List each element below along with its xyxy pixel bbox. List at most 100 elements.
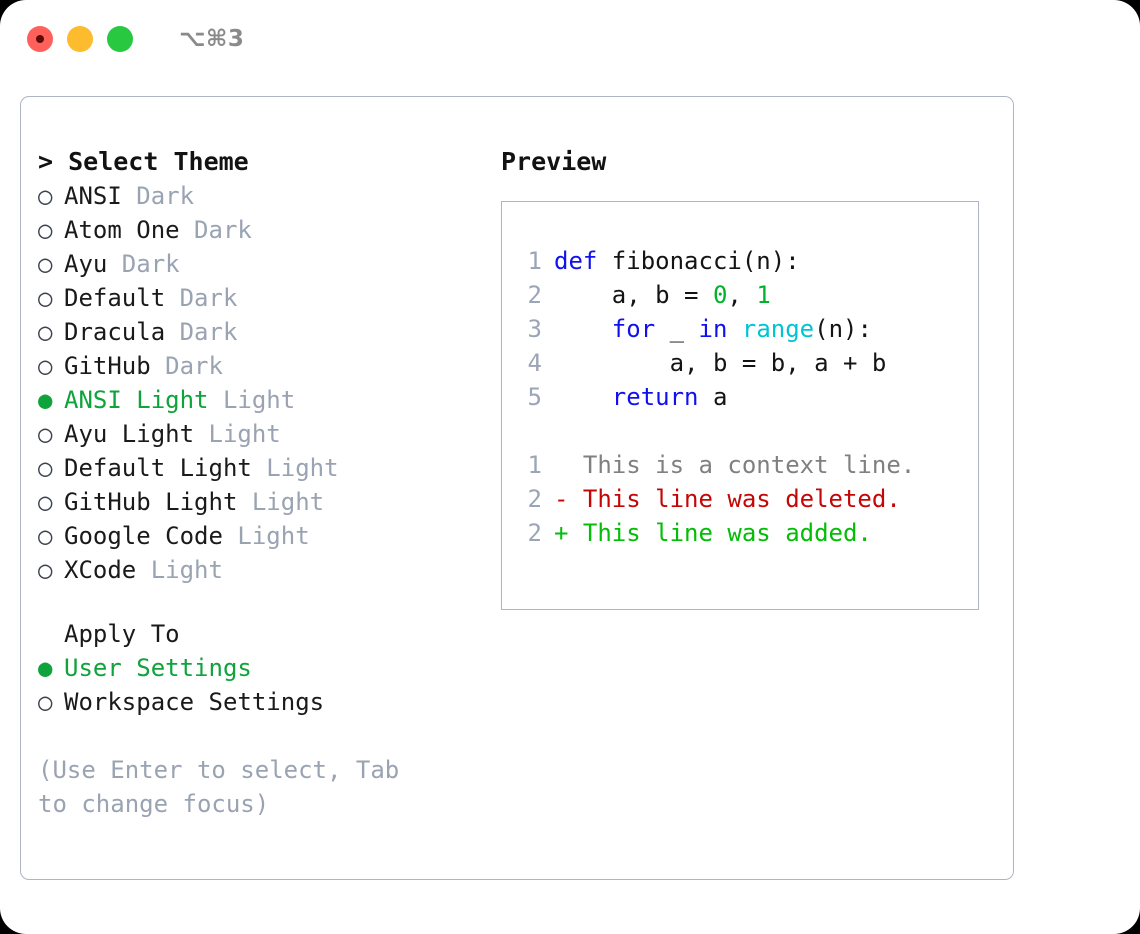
theme-selector-pane: > Select Theme ○ANSI Dark○Atom One Dark○… [21,97,491,879]
theme-option-ayu[interactable]: ○ Ayu Dark [38,247,491,281]
theme-option-suffix: Light [208,386,296,414]
theme-option-github[interactable]: ○ GitHub Dark [38,349,491,383]
theme-option-ansi-light[interactable]: ● ANSI Light Light [38,383,491,417]
theme-option-github-light[interactable]: ○GitHub Light Light [38,485,491,519]
code-token-plain [554,383,612,411]
code-line: 3 for _ in range(n): [520,312,978,346]
code-token-plain: a, b = b, a + b [554,349,887,377]
diff-line-text: - This line was deleted. [554,485,901,513]
line-number: 2 [527,519,542,547]
theme-option-ayu-light[interactable]: ○Ayu Light Light [38,417,491,451]
diff-line-del: 2 - This line was deleted. [520,482,978,516]
theme-option-suffix: Light [251,454,339,482]
line-number: 3 [527,315,542,343]
apply-to-option-workspace-settings[interactable]: ○ Workspace Settings [38,685,491,719]
code-token-plain: (n): [814,315,872,343]
diff-line-add: 2 + This line was added. [520,516,978,550]
radio-unselected-icon: ○ [38,454,53,482]
theme-option-label: Ayu [64,250,108,278]
theme-option-suffix: Dark [165,318,238,346]
theme-list[interactable]: ○ ANSI Dark ○ Atom One Dark ○ Ayu Dark ○ Defaul… [38,179,491,587]
radio-unselected-icon: ○ [38,420,53,448]
theme-option-label: Dracula [64,318,166,346]
line-number: 4 [527,349,542,377]
radio-selected-icon: ● [38,386,53,414]
diff-line-text: + This line was added. [554,519,872,547]
code-line: 2 a, b = 0, 1 [520,278,978,312]
apply-to-title: Apply To [64,620,180,648]
apply-to-option-label: Workspace Settings [64,688,325,716]
main-card: > Select Theme ○ANSI Dark○Atom One Dark○… [20,96,1014,880]
code-line: 4 a, b = b, a + b [520,346,978,380]
diff-line-text: This is a context line. [554,451,916,479]
apply-to-list[interactable]: ● User Settings ○ Workspace Settings [38,651,491,719]
zoom-button[interactable] [107,26,133,52]
theme-option-label: XCode [64,556,137,584]
line-number: 1 [527,247,542,275]
theme-option-label: Default [64,284,166,312]
code-token-plain: a [698,383,728,411]
theme-option-suffix: Dark [107,250,180,278]
radio-unselected-icon: ○ [38,284,53,312]
theme-option-label: GitHub Light [64,488,238,516]
radio-unselected-icon: ○ [38,352,53,380]
theme-option-suffix: Dark [150,352,223,380]
keyboard-hint: (Use Enter to select, Tab to change focu… [38,756,400,818]
theme-option-dracula[interactable]: ○Dracula Dark [38,315,491,349]
code-token-fn: range [741,315,815,343]
code-diff-separator [520,414,978,448]
theme-option-default[interactable]: ○ Default Dark [38,281,491,315]
code-token-kw: in [698,315,728,343]
theme-option-suffix: Light [136,556,223,584]
select-theme-header: > Select Theme [38,147,249,176]
theme-option-suffix: Dark [179,216,252,244]
radio-unselected-icon: ○ [38,250,53,278]
theme-option-xcode[interactable]: ○ XCode Light [38,553,491,587]
theme-option-google-code[interactable]: ○Google Code Light [38,519,491,553]
close-button[interactable] [27,26,53,52]
code-token-plain [554,315,612,343]
code-token-num: 0 [712,281,728,309]
radio-unselected-icon: ○ [38,556,53,584]
line-number: 5 [527,383,542,411]
apply-to-option-label: User Settings [64,654,252,682]
code-token-plain: , [727,281,757,309]
theme-option-suffix: Light [222,522,310,550]
radio-unselected-icon: ○ [38,688,53,716]
theme-option-label: ANSI [64,182,122,210]
code-line: 5 return a [520,380,978,414]
radio-unselected-icon: ○ [38,182,53,210]
theme-option-label: Default Light [64,454,252,482]
minimize-button[interactable] [67,26,93,52]
theme-option-label: GitHub [64,352,151,380]
code-token-plain [727,315,741,343]
theme-option-default-light[interactable]: ○ Default Light Light [38,451,491,485]
code-token-num: 1 [756,281,771,309]
record-indicator-icon [36,35,44,43]
theme-option-atom-one[interactable]: ○ Atom One Dark [38,213,491,247]
theme-option-suffix: Dark [165,284,238,312]
code-token-plain: _ [655,315,699,343]
radio-selected-icon: ● [38,654,53,682]
theme-option-label: Ayu Light [64,420,195,448]
apply-to-option-user-settings[interactable]: ● User Settings [38,651,491,685]
theme-option-ansi[interactable]: ○ANSI Dark [38,179,491,213]
preview-header: Preview [501,147,607,176]
radio-unselected-icon: ○ [38,488,53,516]
theme-option-label: Atom One [64,216,180,244]
line-number: 2 [527,281,542,309]
line-number: 2 [527,485,542,513]
keyboard-shortcut-label: ⌥⌘3 [179,26,245,52]
theme-option-label: ANSI Light [64,386,209,414]
radio-unselected-icon: ○ [38,522,53,550]
code-token-kw: return [611,383,699,411]
code-token-plain: a, b = [554,281,713,309]
radio-unselected-icon: ○ [38,216,53,244]
line-number: 1 [527,451,542,479]
code-token-plain: fibonacci(n): [597,247,800,275]
code-token-kw: for [611,315,656,343]
